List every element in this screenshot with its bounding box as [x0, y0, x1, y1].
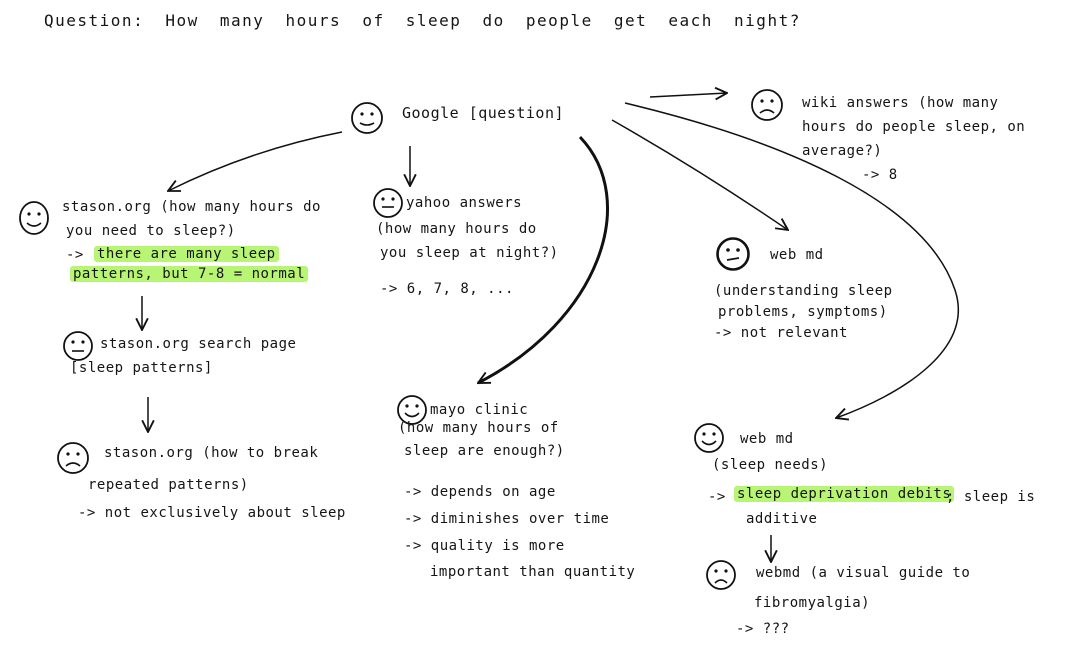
node-webmd1-line1: web md [770, 247, 824, 263]
node-stason2-line2: [sleep patterns] [70, 360, 213, 376]
happy-face-icon [694, 423, 724, 453]
node-stason1-highlight1: there are many sleep [94, 246, 279, 262]
node-webmd1-line3: problems, symptoms) [718, 304, 888, 320]
node-google: Google [question] [402, 104, 565, 122]
node-webmd2-line2: (sleep needs) [712, 457, 829, 473]
happy-face-icon [19, 201, 49, 235]
node-webmd3-result: -> ??? [736, 621, 790, 637]
neutral-face-icon [373, 188, 403, 218]
question-text: Question: How many hours of sleep do peo… [44, 11, 801, 30]
node-stason3-line2: repeated patterns) [88, 477, 249, 493]
node-webmd2-arrow: -> [708, 489, 726, 505]
node-stason2-line1: stason.org search page [100, 336, 297, 352]
node-webmd3-line1: webmd (a visual guide to [756, 565, 971, 581]
node-webmd1-line2: (understanding sleep [714, 283, 893, 299]
arrow-google-to-webmd2 [624, 102, 959, 418]
node-webmd2-line4: additive [746, 511, 818, 527]
neutral-face-icon [63, 331, 93, 361]
node-webmd2-line3-rest: ; sleep is [946, 489, 1036, 505]
sad-face-icon [706, 560, 736, 590]
arrow-google-to-mayo [478, 135, 609, 385]
node-wiki-line3: average?) [802, 143, 883, 159]
node-webmd1-result: -> not relevant [714, 325, 848, 341]
node-wiki-line1: wiki answers (how many [802, 95, 999, 111]
arrow-google-to-wiki [649, 93, 727, 97]
arrow-google-to-webmd1 [611, 119, 788, 230]
node-mayo-line2: (how many hours of [398, 420, 559, 436]
node-mayo-result4: important than quantity [430, 564, 636, 580]
happy-face-icon [397, 395, 427, 425]
node-stason1-line2: you need to sleep?) [66, 223, 236, 239]
node-yahoo-line3: you sleep at night?) [380, 245, 559, 261]
node-stason1-line1: stason.org (how many hours do [62, 199, 321, 215]
node-stason1-arrow: -> [66, 247, 84, 263]
sad-face-icon [751, 89, 783, 121]
node-mayo-line1: mayo clinic [430, 402, 529, 418]
node-webmd2-line1: web md [740, 431, 794, 447]
node-stason3-line1: stason.org (how to break [104, 445, 319, 461]
node-yahoo-result: -> 6, 7, 8, ... [380, 281, 514, 297]
neutral-face-icon [351, 102, 383, 134]
node-stason1-highlight2: patterns, but 7-8 = normal [70, 266, 309, 282]
arrow-google-to-stason [168, 131, 343, 191]
node-mayo-line3: sleep are enough?) [404, 443, 565, 459]
node-webmd2-highlight: sleep deprivation debits [734, 486, 955, 502]
node-mayo-result2: -> diminishes over time [404, 511, 610, 527]
annoyed-face-icon [716, 237, 750, 271]
node-wiki-result: -> 8 [862, 167, 898, 183]
node-webmd3-line2: fibromyalgia) [754, 595, 871, 611]
node-mayo-result3: -> quality is more [404, 538, 565, 554]
node-wiki-line2: hours do people sleep, on [802, 119, 1026, 135]
node-yahoo-line1: yahoo answers [406, 195, 523, 211]
node-yahoo-line2: (how many hours do [376, 221, 537, 237]
sad-face-icon [57, 442, 89, 474]
node-stason3-result: -> not exclusively about sleep [78, 505, 346, 521]
node-mayo-result1: -> depends on age [404, 484, 556, 500]
